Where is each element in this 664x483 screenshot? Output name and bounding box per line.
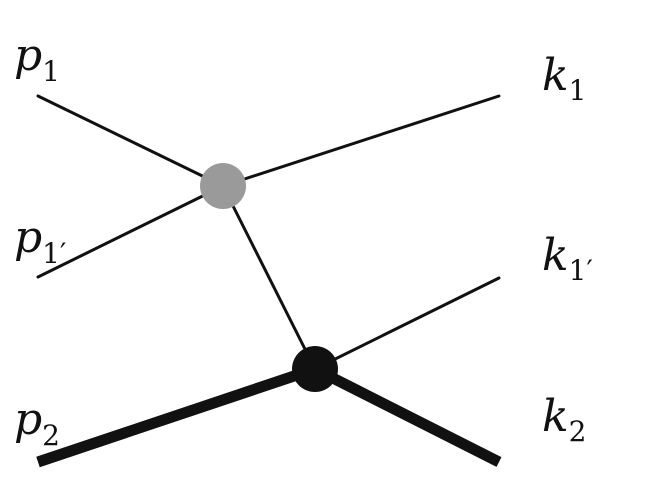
lower-vertex: [292, 346, 338, 392]
line-p1-to-upper-vertex: [36, 94, 225, 188]
line-p1prime-to-upper-vertex: [36, 184, 225, 279]
label-p1prime: p1′: [14, 212, 66, 270]
heavy-line-k2: [312, 364, 502, 467]
heavy-line-p2: [36, 363, 317, 468]
label-p1: p1: [14, 30, 60, 88]
label-k1prime: k1′: [542, 230, 593, 287]
label-p2: p2: [14, 394, 60, 452]
upper-vertex: [200, 163, 246, 209]
line-exchange: [221, 184, 317, 371]
line-lower-vertex-to-k1prime: [313, 276, 501, 371]
label-k1: k1: [542, 50, 587, 107]
line-upper-vertex-to-k1: [221, 94, 501, 188]
label-k2: k2: [542, 391, 587, 448]
